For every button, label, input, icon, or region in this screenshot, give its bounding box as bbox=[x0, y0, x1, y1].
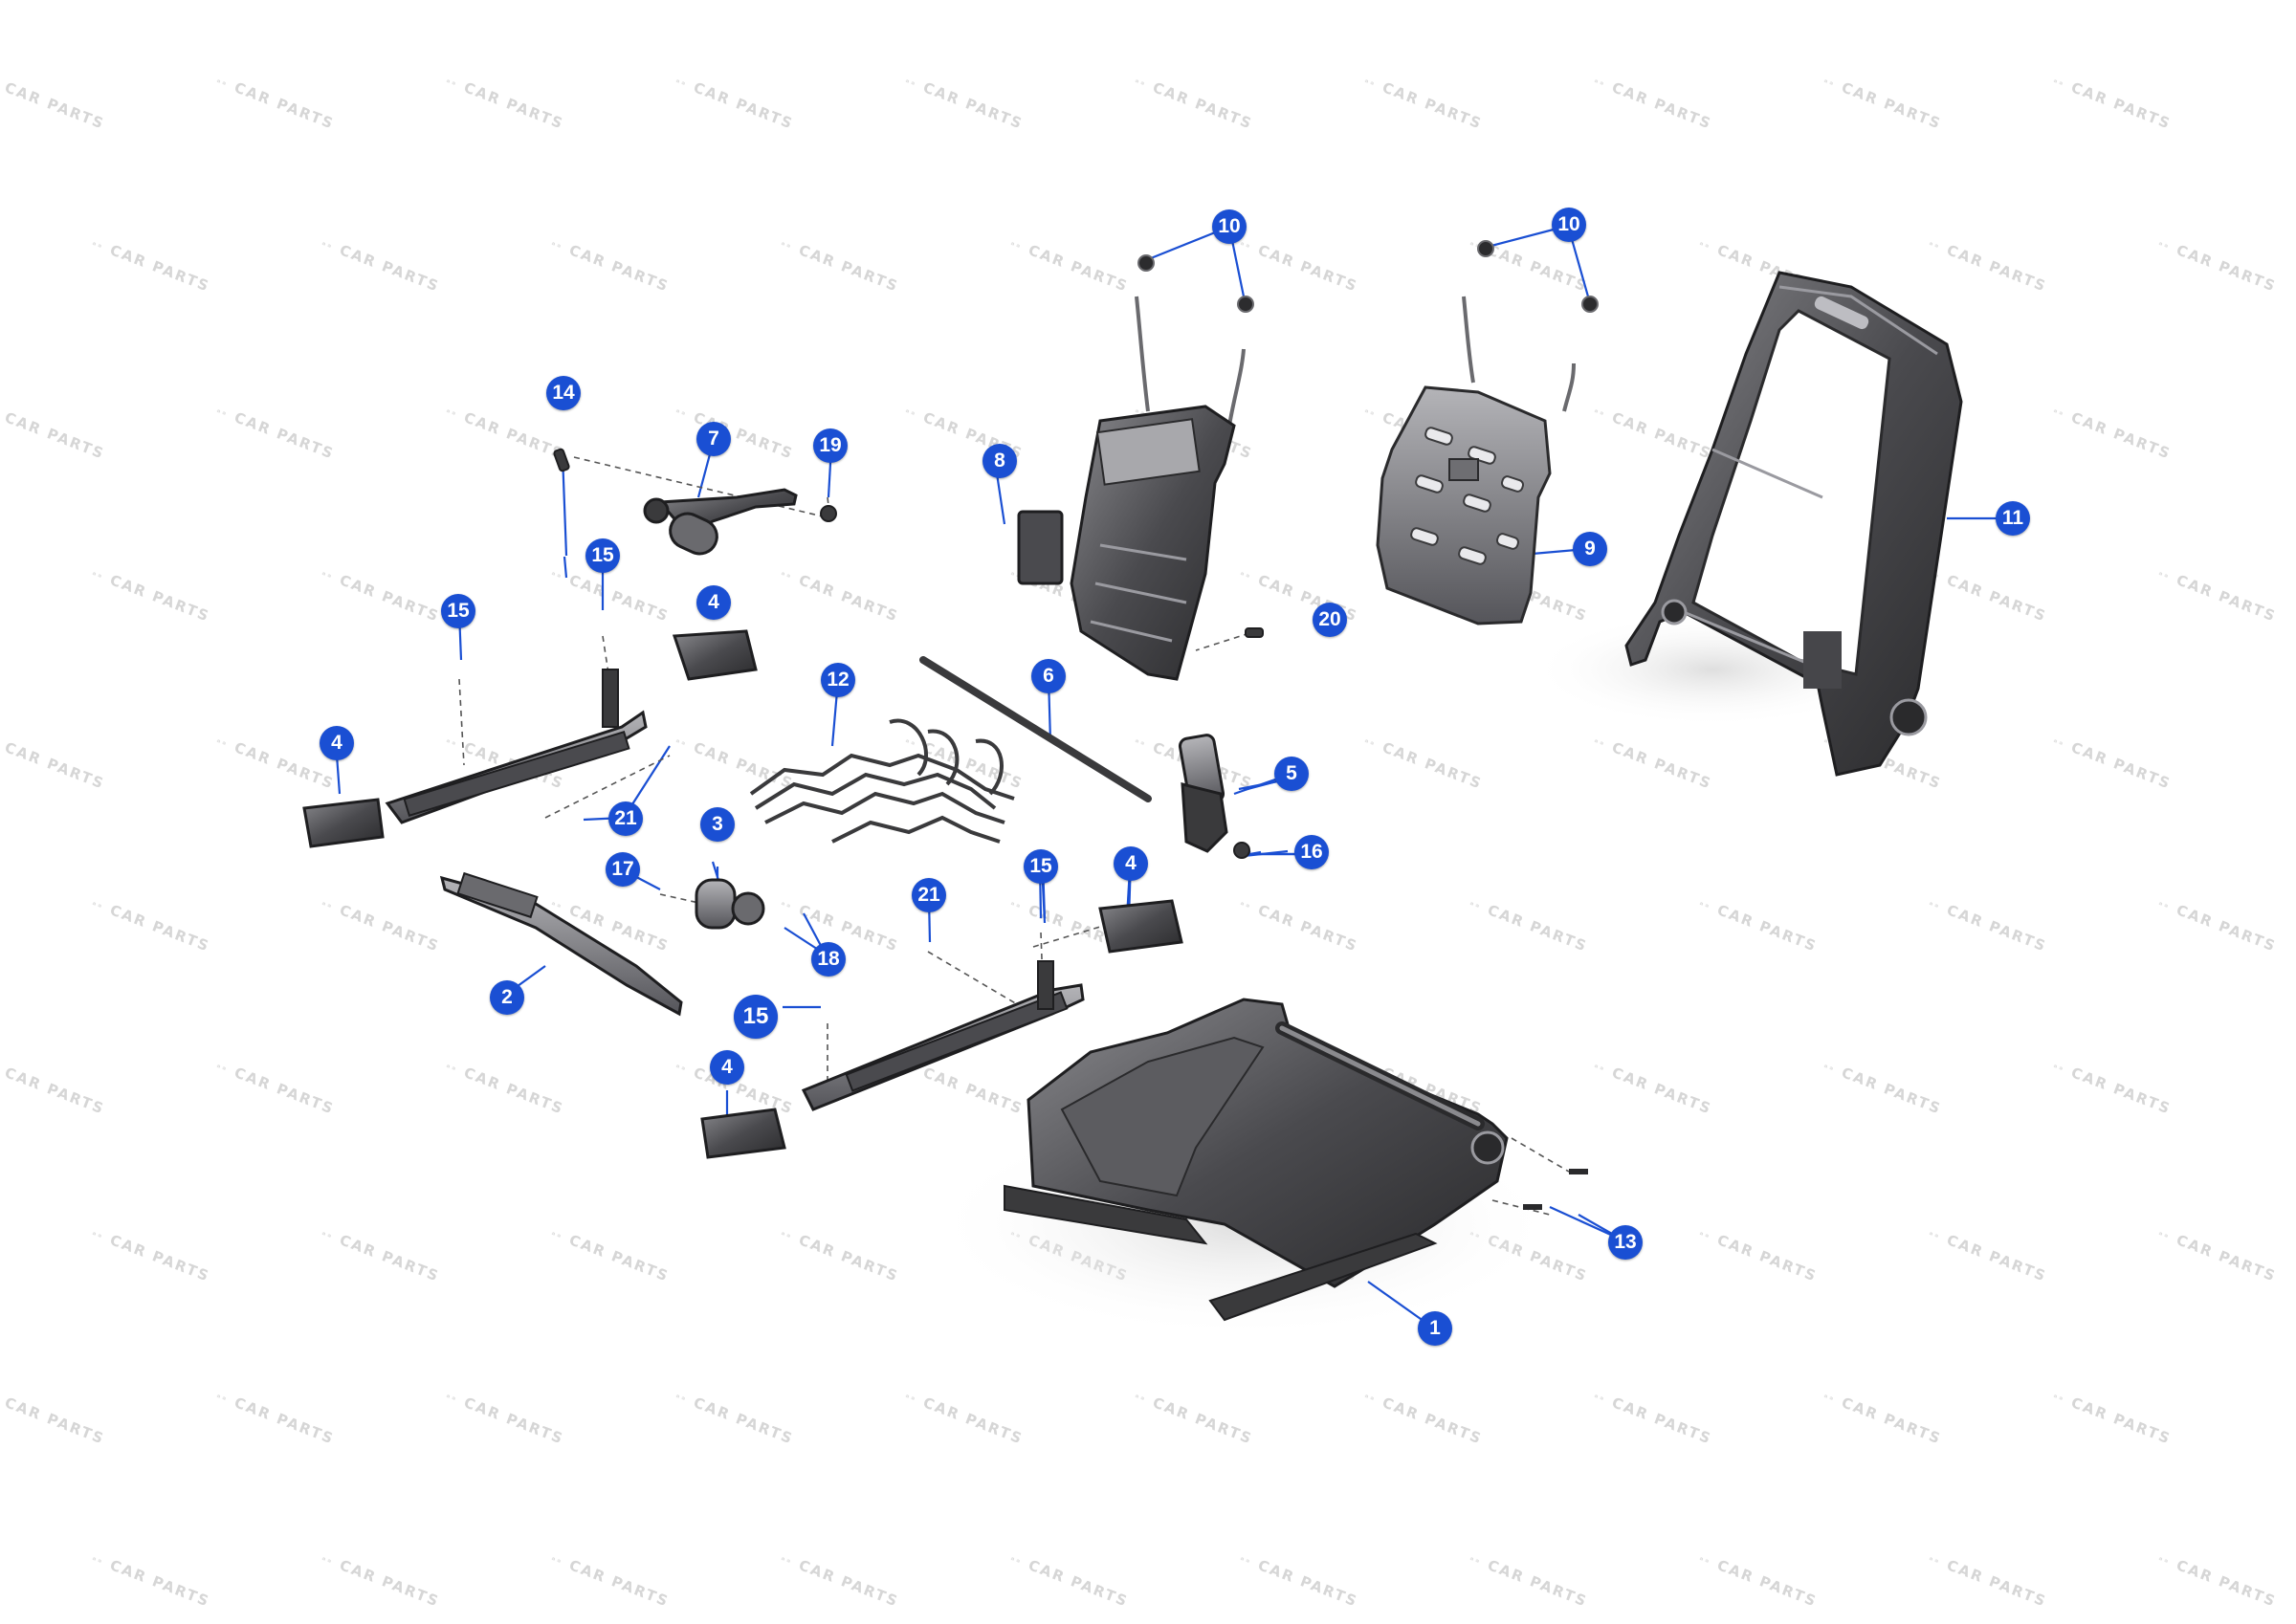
callout-2[interactable]: 2 bbox=[490, 980, 524, 1015]
callout-15[interactable]: 15 bbox=[734, 995, 778, 1039]
callout-11[interactable]: 11 bbox=[1996, 501, 2030, 536]
callout-8[interactable]: 8 bbox=[982, 444, 1017, 478]
cross-rod-part bbox=[919, 656, 1152, 802]
callout-6[interactable]: 6 bbox=[1031, 659, 1066, 693]
callout-5[interactable]: 5 bbox=[1274, 757, 1309, 791]
callout-9[interactable]: 9 bbox=[1573, 532, 1607, 566]
callout-12[interactable]: 12 bbox=[821, 663, 855, 697]
nut-parts bbox=[1137, 240, 1599, 313]
callout-10[interactable]: 10 bbox=[1212, 209, 1247, 244]
adjuster-part bbox=[695, 878, 765, 930]
motor-part bbox=[1178, 734, 1228, 853]
callout-15[interactable]: 15 bbox=[441, 594, 475, 628]
callout-15[interactable]: 15 bbox=[1024, 849, 1058, 884]
callout-1[interactable]: 1 bbox=[1418, 1311, 1452, 1346]
backrest-panel-part bbox=[1376, 296, 1576, 625]
callout-3[interactable]: 3 bbox=[700, 807, 735, 842]
seat-rail-parts bbox=[385, 669, 1085, 1111]
seat-base-part bbox=[1004, 998, 1588, 1322]
callout-17[interactable]: 17 bbox=[606, 852, 640, 887]
seat-spring-part bbox=[749, 718, 1015, 844]
callout-21[interactable]: 21 bbox=[608, 801, 643, 836]
callout-4[interactable]: 4 bbox=[1114, 846, 1148, 881]
callout-7[interactable]: 7 bbox=[696, 422, 731, 456]
small-fastener-parts bbox=[553, 448, 1264, 859]
lumbar-panel-part bbox=[1017, 296, 1246, 681]
callout-4[interactable]: 4 bbox=[710, 1050, 744, 1085]
callout-20[interactable]: 20 bbox=[1313, 603, 1347, 637]
callout-4[interactable]: 4 bbox=[696, 585, 731, 620]
slide-track-part bbox=[439, 871, 683, 1017]
callout-14[interactable]: 14 bbox=[546, 376, 581, 410]
backrest-frame-part bbox=[1624, 271, 1963, 777]
callout-16[interactable]: 16 bbox=[1294, 835, 1329, 869]
callout-19[interactable]: 19 bbox=[813, 428, 848, 463]
callout-10[interactable]: 10 bbox=[1552, 208, 1586, 242]
callout-15[interactable]: 15 bbox=[585, 538, 620, 573]
height-lever-part bbox=[643, 488, 798, 556]
callout-18[interactable]: 18 bbox=[811, 942, 846, 977]
callout-4[interactable]: 4 bbox=[320, 726, 354, 760]
callout-21[interactable]: 21 bbox=[912, 878, 946, 912]
slide-cover-parts bbox=[302, 629, 1183, 1159]
callout-13[interactable]: 13 bbox=[1608, 1225, 1643, 1260]
